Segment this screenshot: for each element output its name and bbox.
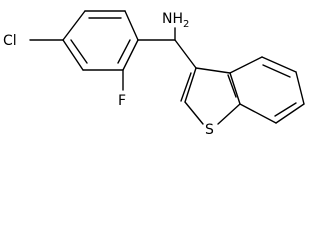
aromatic-inner-bond — [117, 39, 131, 64]
bond — [184, 67, 197, 103]
chlorofluorophenyl-ring — [62, 10, 139, 71]
aromatic-inner-bond — [262, 64, 291, 78]
bond — [229, 72, 241, 105]
bond — [124, 10, 139, 41]
bond — [62, 39, 84, 71]
atom-label-amine: NH — [162, 11, 183, 27]
bond — [217, 103, 241, 125]
atom-label-sulfur: S — [205, 122, 214, 138]
atom-label-amine-subscript: 2 — [183, 19, 189, 30]
bond — [275, 103, 305, 124]
aromatic-inner-bond — [274, 102, 297, 117]
bond — [295, 71, 305, 105]
molecule-drawing: NH 2 Cl F S — [3, 10, 305, 138]
structure-diagram: NH 2 Cl F S — [3, 10, 305, 138]
aromatic-inner-bond — [180, 72, 192, 102]
bond — [239, 103, 277, 124]
benzothiophene-system — [180, 56, 305, 125]
bond — [261, 56, 297, 73]
aromatic-inner-bond — [70, 39, 88, 64]
aromatic-inner-bond — [227, 74, 237, 98]
atom-label-fluorine: F — [118, 93, 126, 109]
bond — [195, 67, 231, 74]
atom-label-chlorine: Cl — [3, 33, 17, 49]
bond — [122, 39, 139, 71]
bond — [229, 56, 263, 74]
bond — [184, 101, 204, 125]
bond-methine-to-thiophene — [174, 39, 197, 69]
bond — [62, 10, 86, 41]
